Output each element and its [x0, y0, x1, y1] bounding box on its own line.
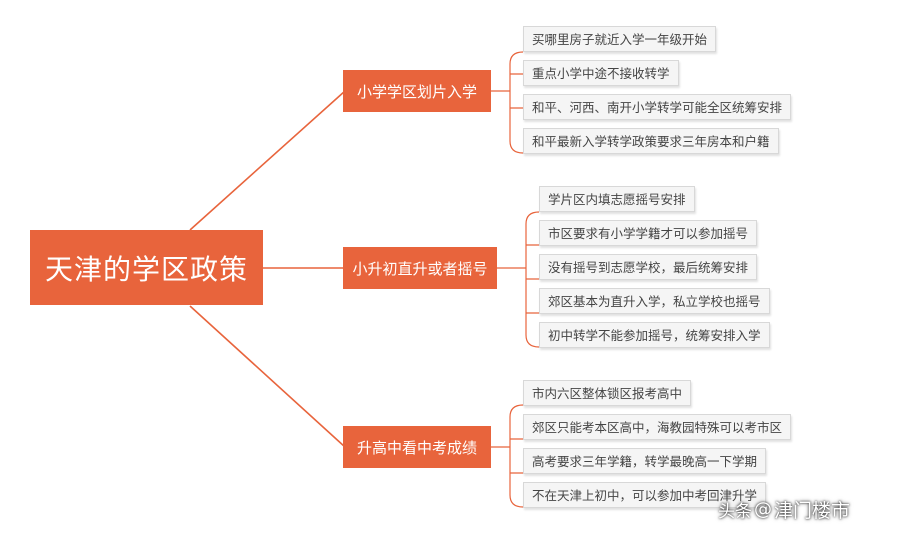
leaf-high-2[interactable]: 郊区只能考本区高中，海教园特殊可以考市区	[523, 414, 792, 440]
connector-branch-2-leaves	[525, 211, 540, 348]
branch-middle-school[interactable]: 小升初直升或者摇号	[343, 247, 497, 289]
branch-primary-school[interactable]: 小学学区划片入学	[343, 70, 491, 112]
connector-branch-3-leaves	[509, 404, 524, 508]
leaf-middle-2[interactable]: 市区要求有小学学籍才可以参加摇号	[539, 220, 758, 246]
leaf-middle-3[interactable]: 没有摇号到志愿学校，最后统筹安排	[539, 254, 758, 280]
leaf-primary-4[interactable]: 和平最新入学转学政策要求三年房本和户籍	[523, 128, 779, 154]
watermark-at: @	[754, 499, 772, 520]
connector-branch-1-leaves	[509, 51, 524, 154]
leaf-high-3[interactable]: 高考要求三年学籍，转学最晚高一下学期	[523, 448, 767, 474]
leaf-primary-3[interactable]: 和平、河西、南开小学转学可能全区统筹安排	[523, 94, 792, 120]
leaf-high-1[interactable]: 市内六区整体锁区报考高中	[523, 380, 692, 406]
leaf-middle-1[interactable]: 学片区内填志愿摇号安排	[539, 186, 695, 212]
connector-root-branch-1	[189, 90, 346, 231]
watermark-account: 津门楼市	[774, 500, 851, 522]
connector-root-branch-3	[189, 305, 346, 448]
leaf-primary-2[interactable]: 重点小学中途不接收转学	[523, 60, 679, 86]
branch-high-school[interactable]: 升高中看中考成绩	[343, 426, 491, 468]
leaf-high-4[interactable]: 不在天津上初中，可以参加中考回津升学	[523, 482, 767, 508]
watermark: 头条 @ 津门楼市	[718, 496, 850, 523]
leaf-middle-4[interactable]: 郊区基本为直升入学，私立学校也摇号	[539, 288, 770, 314]
leaf-primary-1[interactable]: 买哪里房子就近入学一年级开始	[523, 26, 717, 52]
watermark-brand: 头条	[718, 502, 752, 522]
root-topic[interactable]: 天津的学区政策	[30, 230, 263, 305]
leaf-middle-5[interactable]: 初中转学不能参加摇号，统筹安排入学	[539, 322, 770, 348]
